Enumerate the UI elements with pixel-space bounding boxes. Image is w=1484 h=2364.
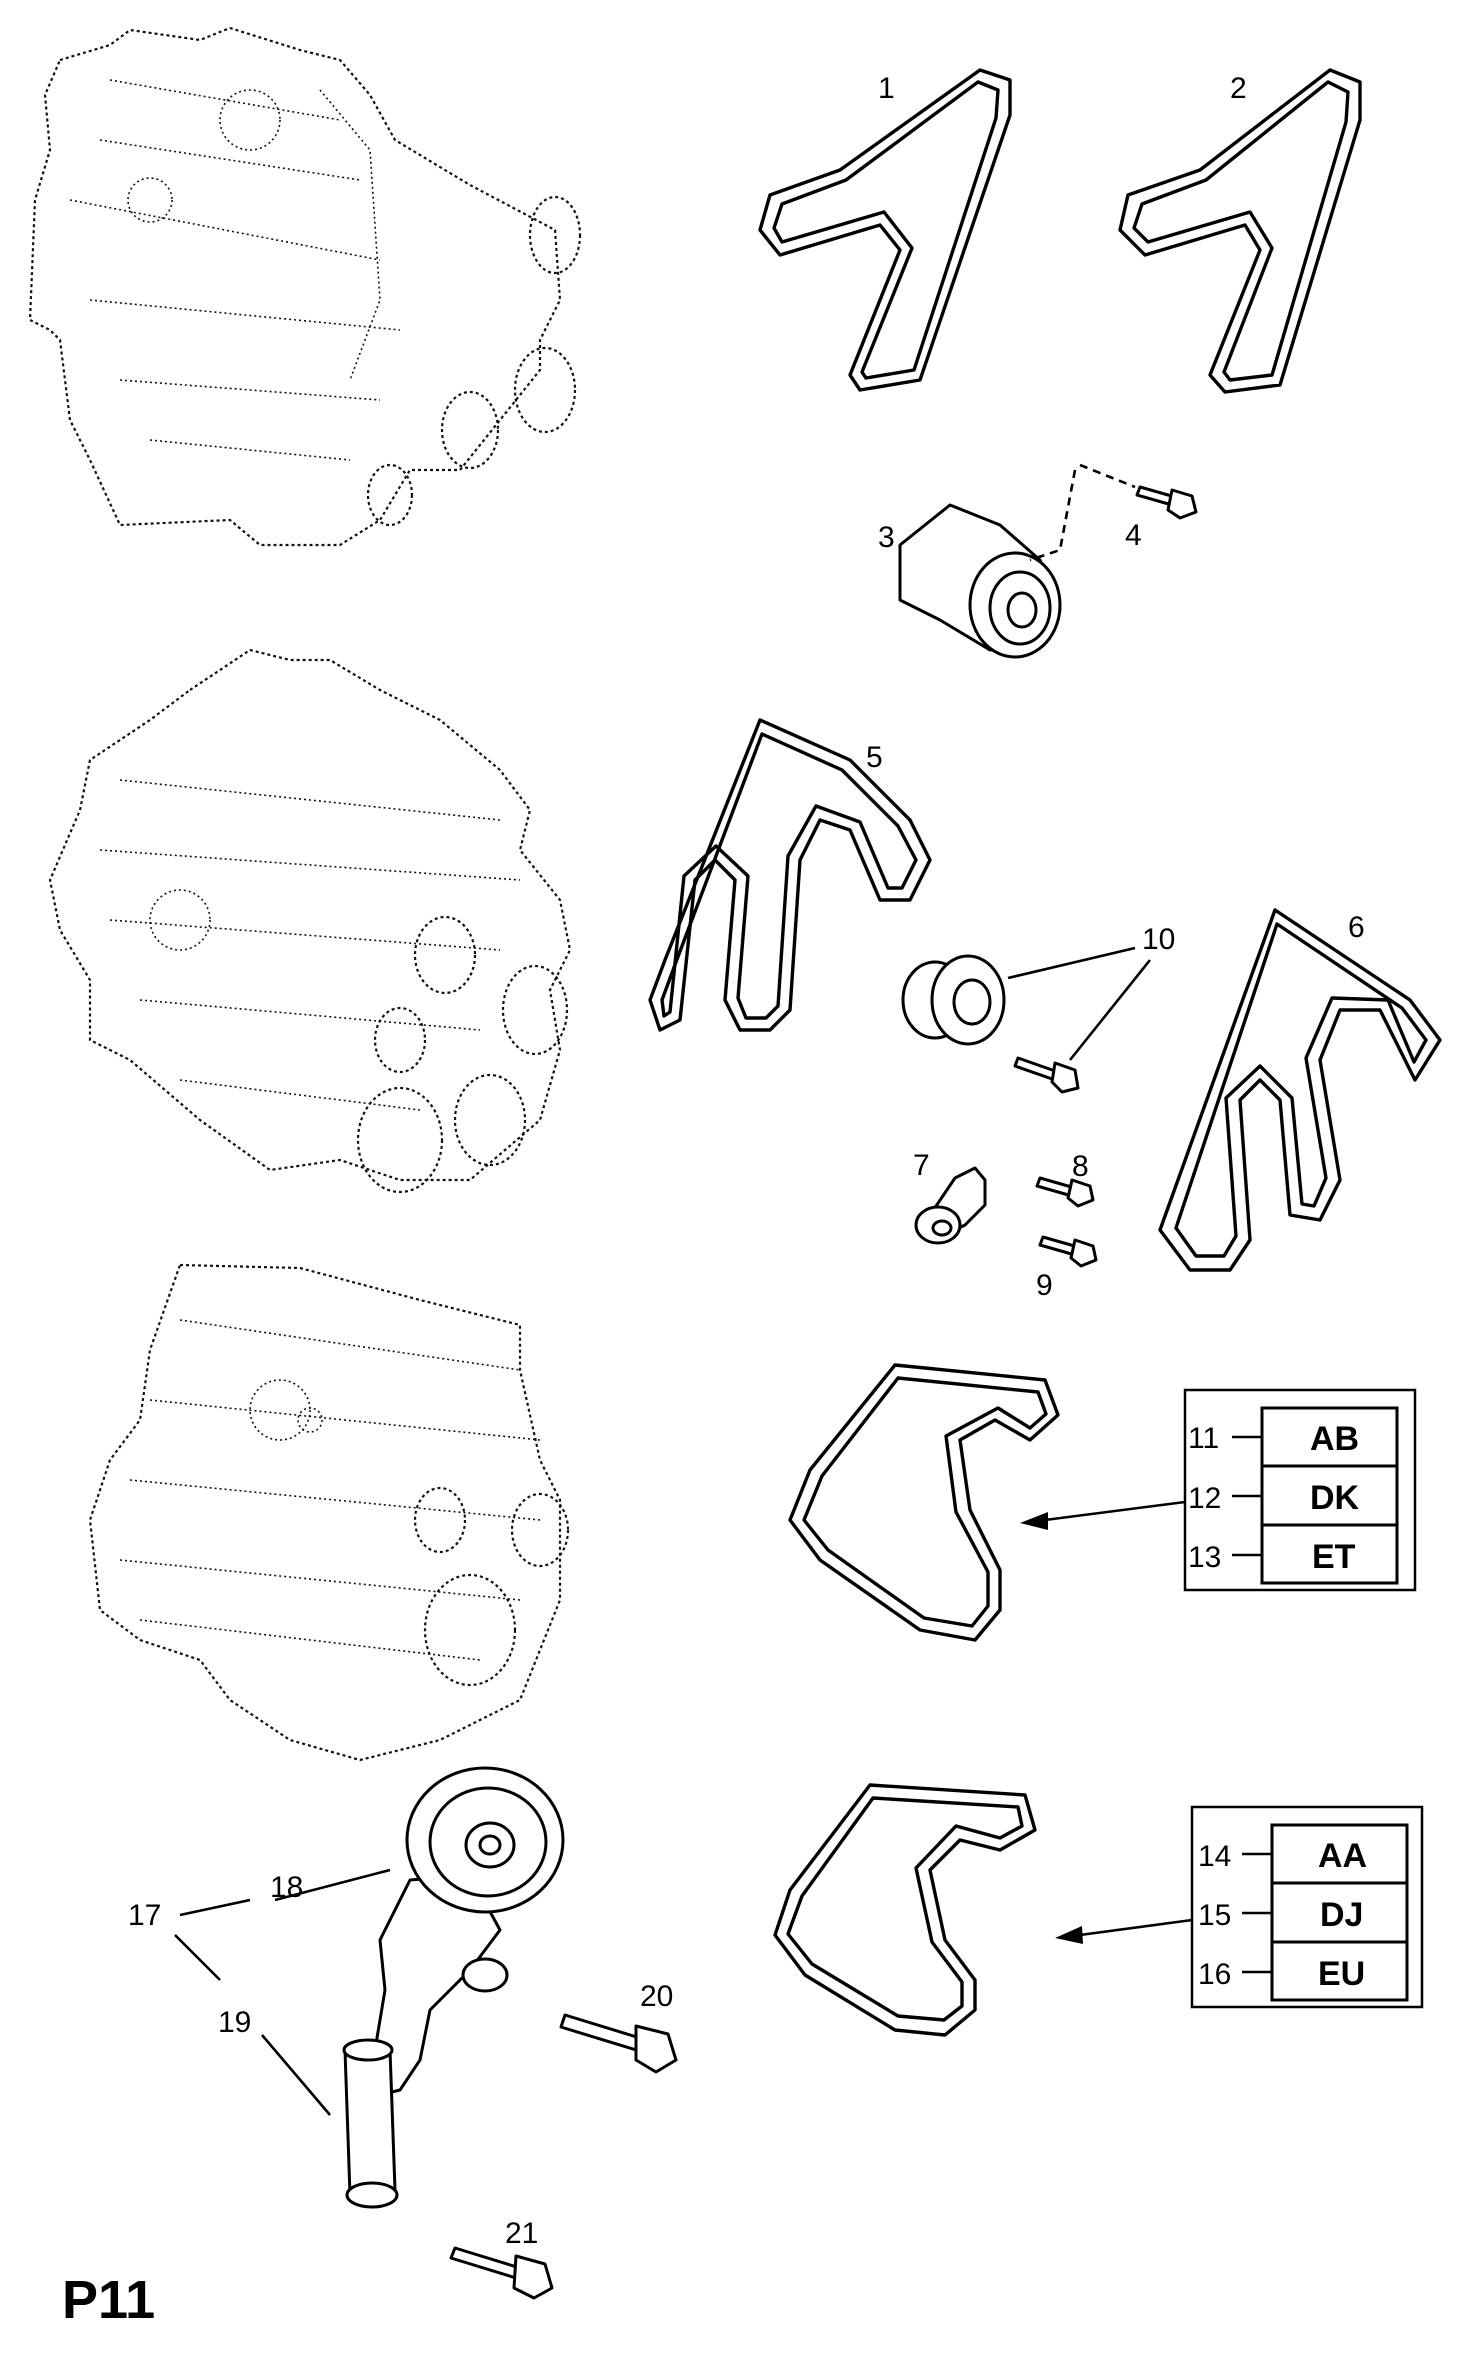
pulley-part-10 xyxy=(901,946,1152,1094)
engine-illustration-3 xyxy=(88,1263,570,1762)
callout-6: 6 xyxy=(1348,911,1365,944)
callout-19: 19 xyxy=(218,2006,251,2039)
callout-11: 11 xyxy=(1188,1422,1219,1455)
code-et: ET xyxy=(1312,1538,1356,1576)
callout-12: 12 xyxy=(1188,1482,1221,1515)
page-code: P11 xyxy=(62,2270,155,2330)
callout-18: 18 xyxy=(270,1871,303,1904)
callout-1: 1 xyxy=(878,72,895,105)
bolt-part-4 xyxy=(1079,463,1198,520)
belt-2 xyxy=(1118,68,1362,394)
callout-7: 7 xyxy=(913,1149,930,1182)
callout-21: 21 xyxy=(505,2217,538,2250)
belt-5 xyxy=(648,718,932,1032)
callout-5: 5 xyxy=(866,741,883,774)
callout-14: 14 xyxy=(1198,1840,1231,1873)
callout-3: 3 xyxy=(878,521,895,554)
code-table-b xyxy=(1055,1805,1424,2009)
code-dj: DJ xyxy=(1320,1896,1363,1934)
belt-1 xyxy=(758,68,1012,392)
leader-lines xyxy=(174,1868,391,2116)
code-dk: DK xyxy=(1310,1479,1360,1517)
callout-13: 13 xyxy=(1188,1541,1221,1574)
engine-illustration-1 xyxy=(28,26,582,547)
callout-4: 4 xyxy=(1125,519,1142,552)
callout-20: 20 xyxy=(640,1980,673,2013)
engine-illustration-2 xyxy=(48,648,572,1194)
callout-9: 9 xyxy=(1036,1269,1053,1302)
callout-2: 2 xyxy=(1230,72,1247,105)
callout-8: 8 xyxy=(1072,1150,1089,1183)
callout-16: 16 xyxy=(1198,1958,1231,1991)
tensioner-part-3 xyxy=(898,469,1077,659)
belt-6 xyxy=(1158,908,1442,1272)
code-ab: AB xyxy=(1310,1420,1359,1458)
belt-14-16 xyxy=(773,1783,1037,2037)
callout-10: 10 xyxy=(1142,923,1175,956)
idler-part-7 xyxy=(914,1166,987,1245)
belt-11-13 xyxy=(788,1363,1060,1642)
bolt-part-20 xyxy=(559,2013,678,2074)
bolt-part-21 xyxy=(449,2246,554,2300)
code-eu: EU xyxy=(1318,1955,1365,1993)
tensioner-assembly-17 xyxy=(342,1766,565,2209)
bolt-part-8 xyxy=(1035,1176,1095,1208)
callout-15: 15 xyxy=(1198,1899,1231,1932)
code-aa: AA xyxy=(1318,1837,1367,1875)
code-table-a xyxy=(1020,1388,1417,1592)
callout-17: 17 xyxy=(128,1899,161,1932)
bolt-part-9 xyxy=(1038,1235,1098,1268)
